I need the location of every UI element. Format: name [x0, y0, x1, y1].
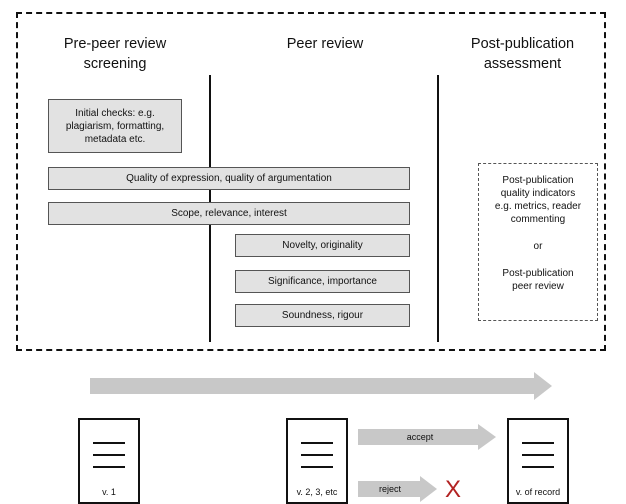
document-v2-label: v. 2, 3, etc — [296, 487, 338, 497]
novelty-box: Novelty, originality — [235, 234, 410, 257]
document-record-label: v. of record — [515, 487, 561, 497]
initial-checks-box: Initial checks: e.g. plagiarism, formatt… — [48, 99, 182, 153]
reject-arrow — [358, 476, 437, 502]
post-publication-indicators-text: Post-publication quality indicators e.g.… — [494, 175, 582, 225]
reject-x-icon: X — [445, 476, 462, 503]
document-v2-icon: v. 2, 3, etc — [286, 418, 348, 504]
review-stages-frame — [16, 12, 606, 351]
stage-heading-post: Post-publication assessment — [470, 36, 575, 72]
stage-heading-pre-peer: Pre-peer review screening — [63, 36, 167, 72]
scope-box: Scope, relevance, interest — [48, 202, 410, 225]
timeline-arrow — [90, 372, 552, 400]
post-publication-peer-review-text: Post-publication peer review — [502, 268, 574, 292]
document-v1-icon: v. 1 — [78, 418, 140, 504]
document-v1-label: v. 1 — [102, 487, 116, 497]
post-publication-box: Post-publication quality indicators e.g.… — [478, 163, 598, 321]
soundness-box: Soundness, rigour — [235, 304, 410, 327]
stage-divider-right — [437, 75, 439, 342]
accept-arrow — [358, 424, 496, 450]
reject-label: reject — [378, 484, 401, 494]
stage-heading-peer: Peer review — [286, 36, 364, 52]
accept-label: accept — [406, 432, 434, 442]
quality-box: Quality of expression, quality of argume… — [48, 167, 410, 190]
post-publication-or-text: or — [533, 241, 543, 252]
significance-box: Significance, importance — [235, 270, 410, 293]
document-record-icon: v. of record — [507, 418, 569, 504]
